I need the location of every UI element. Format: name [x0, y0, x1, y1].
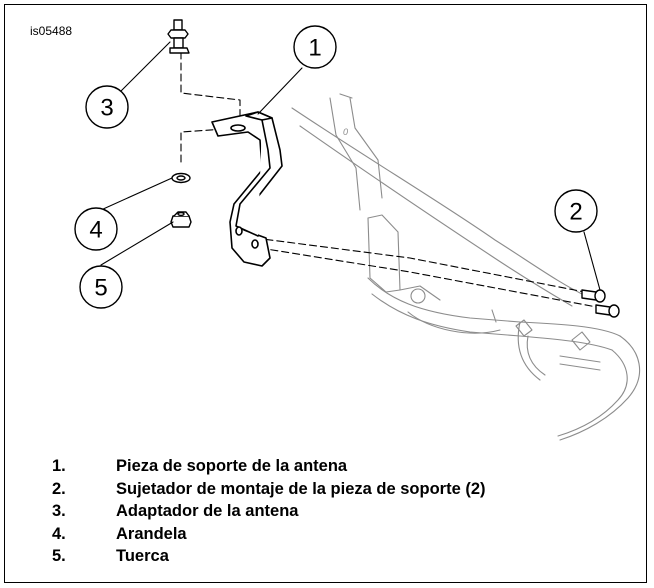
legend-item-text: Sujetador de montaje de la pieza de sopo… [116, 479, 486, 498]
legend-item: 1. Pieza de soporte de la antena [52, 455, 486, 478]
callout-number-2: 2 [569, 199, 582, 226]
callout-leaders [100, 41, 601, 291]
parts-legend: 1. Pieza de soporte de la antena 2. Suje… [52, 455, 486, 568]
callout-number-5: 5 [94, 275, 107, 302]
figure-reference-id: is05488 [30, 24, 73, 38]
mounting-fasteners [581, 289, 620, 318]
legend-item-text: Tuerca [116, 547, 169, 565]
figure-frame [4, 4, 647, 583]
legend-item: 3. Adaptador de la antena [52, 500, 486, 523]
callout-circle-4 [74, 207, 118, 251]
svg-text:0: 0 [343, 127, 348, 137]
callout-circle-1 [293, 25, 337, 69]
washer [171, 172, 191, 184]
vehicle-frame: 0 [291, 93, 641, 441]
legend-item-text: Pieza de soporte de la antena [116, 457, 348, 475]
legend-item: 4. Arandela [52, 523, 486, 546]
exploded-view-diagram: 0 [74, 19, 641, 441]
legend-item-text: Adaptador de la antena [116, 502, 299, 520]
legend-item-text: Arandela [116, 524, 187, 543]
callout-number-3: 3 [100, 95, 113, 122]
assembly-guide-lines [180, 51, 603, 309]
antenna-bracket [211, 111, 283, 267]
callout-number-4: 4 [89, 217, 102, 244]
legend-item-number: 4. [52, 524, 66, 543]
legend-item-number: 2. [52, 479, 66, 498]
legend-item: 5. Tuerca [52, 545, 486, 568]
legend-item-number: 1. [52, 457, 66, 475]
nut [170, 211, 192, 228]
callout-circle-3 [85, 85, 129, 129]
callout-number-1: 1 [308, 35, 321, 62]
antenna-adapter [167, 19, 190, 54]
callout-circle-5 [79, 265, 123, 309]
legend-item-number: 5. [52, 547, 66, 565]
legend-item: 2. Sujetador de montaje de la pieza de s… [52, 478, 486, 501]
legend-item-number: 3. [52, 502, 66, 520]
callout-circle-2 [554, 189, 598, 233]
